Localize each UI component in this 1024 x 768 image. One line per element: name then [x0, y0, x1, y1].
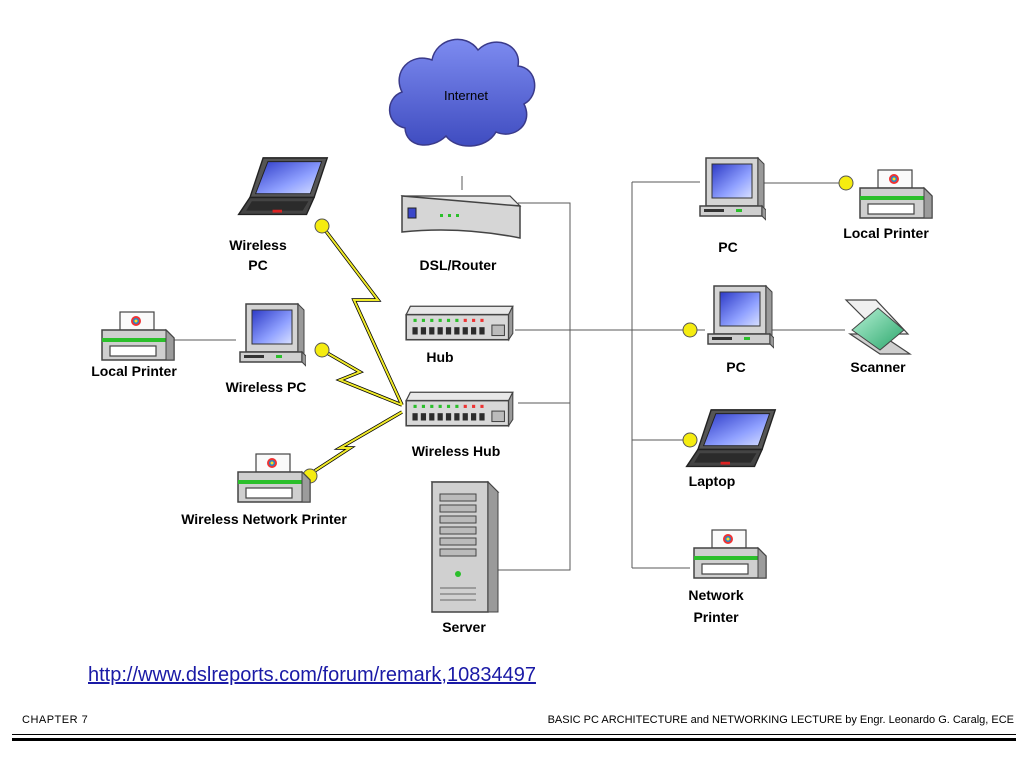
- dot-laptop: [682, 432, 698, 448]
- dot-local-printer-right: [838, 175, 854, 191]
- wireless-network-printer-icon: [238, 454, 310, 502]
- footer-chapter: CHAPTER 7: [22, 714, 89, 726]
- scanner-label: Scanner: [850, 359, 906, 375]
- laptop-icon: [687, 410, 776, 467]
- pc-top-label: PC: [718, 239, 737, 255]
- scanner-icon: [844, 299, 912, 355]
- local-printer-left-label: Local Printer: [91, 363, 177, 379]
- connection-dots: [302, 175, 854, 484]
- dsl-router-icon: [400, 195, 522, 239]
- network-diagram: Internet DSL/Router Hub Wireless Hub Ser…: [91, 38, 1024, 635]
- wireless-hub-icon: [406, 392, 513, 425]
- internet-cloud-icon: [388, 38, 536, 147]
- footer-rule-thick: [12, 738, 1016, 741]
- footer-rule-thin: [12, 734, 1016, 735]
- dot-wireless-pc-mid: [314, 342, 330, 358]
- hub-icon: [406, 306, 513, 339]
- network-printer-icon: [694, 530, 766, 578]
- server-label: Server: [442, 619, 486, 635]
- network-printer-label-line1: Network: [688, 587, 743, 603]
- local-printer-left-icon: [102, 312, 174, 360]
- laptop-label: Laptop: [689, 473, 736, 489]
- wireless-laptop-icon: [239, 158, 328, 215]
- wireless-bolt-lines-fill: [309, 225, 403, 475]
- local-printer-right-label: Local Printer: [843, 225, 929, 241]
- dsl-router-label: DSL/Router: [420, 257, 498, 273]
- server-icon: [430, 480, 500, 613]
- wireless-pc-top-label-line1: Wireless: [229, 237, 287, 253]
- cable-lines: [168, 176, 846, 571]
- pc-mid-label: PC: [726, 359, 745, 375]
- dot-pc-mid: [682, 322, 698, 338]
- pc-mid-monitor-icon: [708, 286, 774, 348]
- wireless-pc-mid-label: Wireless PC: [226, 379, 307, 395]
- wireless-hub-label: Wireless Hub: [412, 443, 501, 459]
- local-printer-right-icon: [860, 170, 932, 218]
- source-url-link[interactable]: http://www.dslreports.com/forum/remark,1…: [88, 664, 536, 686]
- pc-top-monitor-icon: [700, 158, 766, 220]
- wireless-network-printer-label: Wireless Network Printer: [181, 511, 347, 527]
- wireless-pc-monitor-icon: [240, 304, 306, 366]
- hub-label: Hub: [426, 349, 453, 365]
- footer-course-title: BASIC PC ARCHITECTURE and NETWORKING LEC…: [547, 714, 1014, 726]
- network-printer-label-line2: Printer: [693, 609, 739, 625]
- wireless-pc-top-label-line2: PC: [248, 257, 267, 273]
- internet-label: Internet: [444, 88, 488, 103]
- dot-wireless-pc-top: [314, 218, 330, 234]
